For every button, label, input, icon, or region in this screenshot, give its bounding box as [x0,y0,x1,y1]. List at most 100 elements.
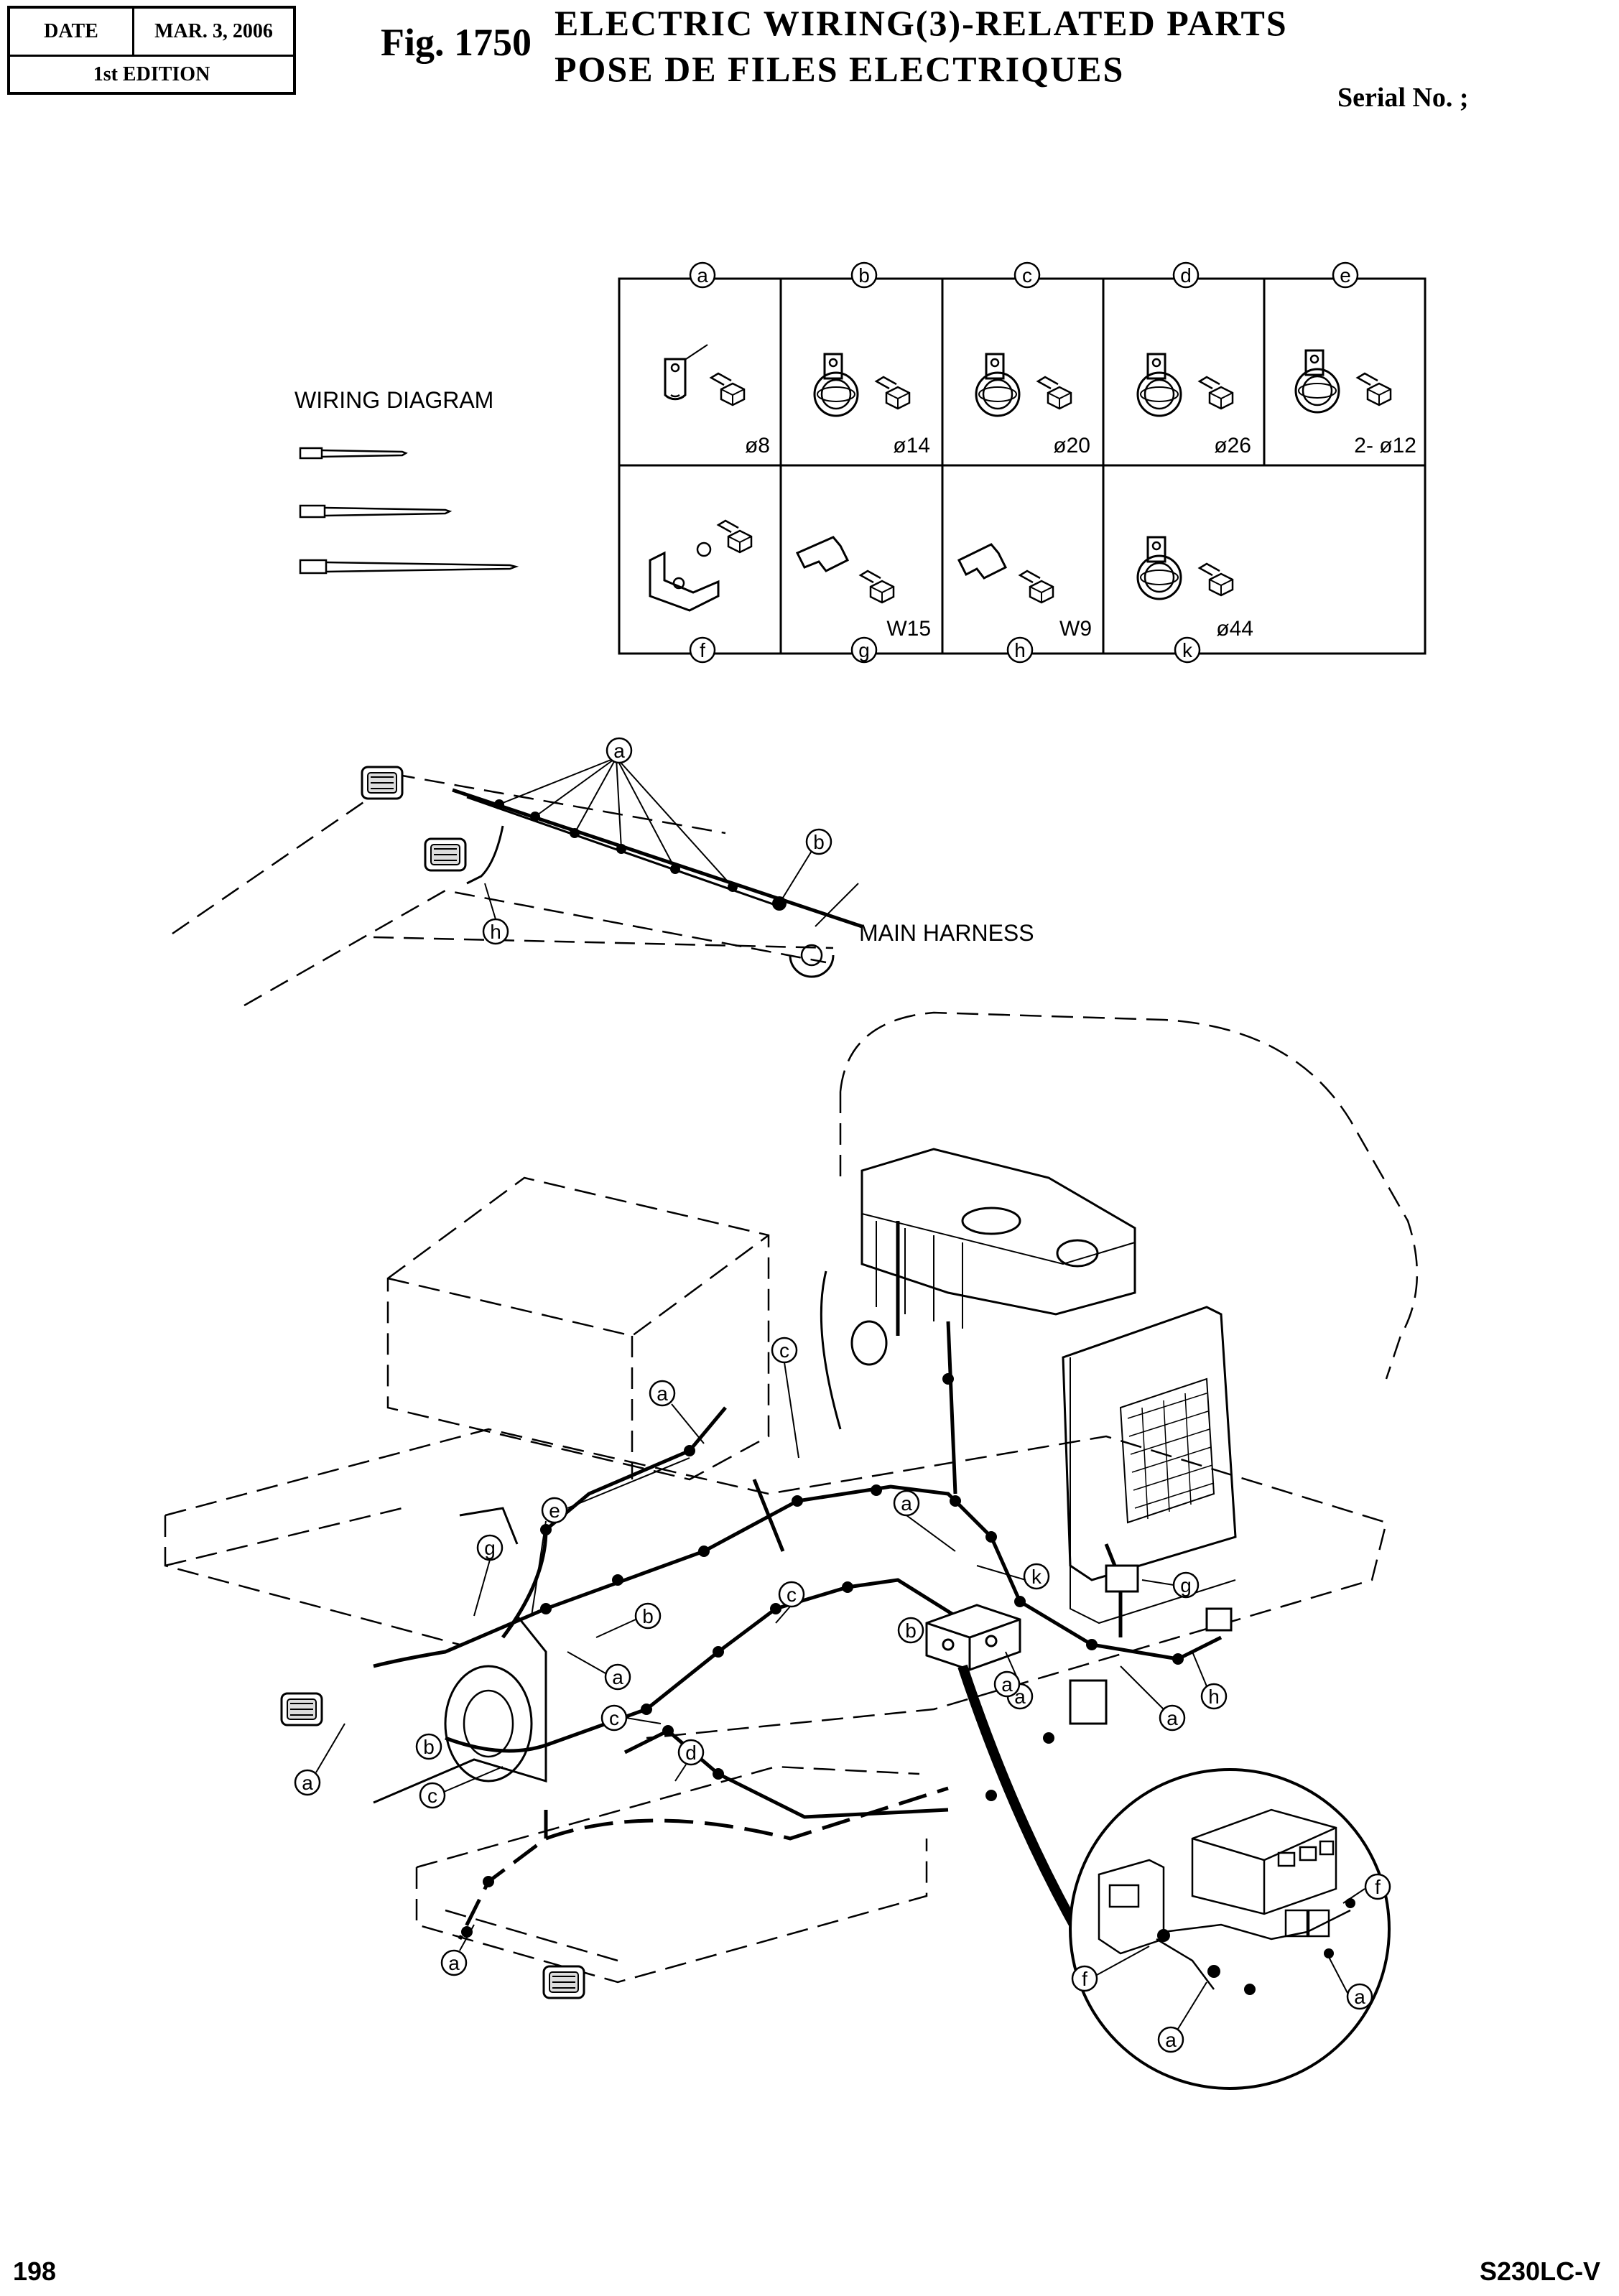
legend-size-e: 2- ø12 [1354,434,1416,457]
svg-text:k: k [1031,1566,1042,1588]
clamp-markers [461,1373,1184,1938]
edition-label: 1st EDITION [93,63,210,85]
svg-text:e: e [549,1500,560,1522]
legend-cell-k: k ø44 [1136,536,1253,664]
callout-d: d [674,1739,705,1782]
detail-view: f f a a [1069,1768,1391,2090]
date-label: DATE [10,9,134,55]
svg-text:b: b [423,1736,435,1758]
svg-text:f: f [1082,1968,1087,1990]
legend-cell-d: d ø26 [1136,261,1251,457]
callout-g: g [473,1534,504,1617]
bolt-icon [710,372,746,406]
control-valve-icon [925,1604,1021,1671]
bolt-icon [1019,570,1054,604]
svg-text:a: a [1166,1707,1178,1729]
legend-cell-a: a ø8 [664,261,770,457]
svg-text:c: c [787,1584,797,1606]
wiring-diagram-label: WIRING DIAGRAM [294,387,493,413]
callout-a: a [893,1489,956,1552]
cable-tie-small-icon [299,447,408,460]
svg-text:a: a [612,1666,623,1688]
bolt-icon [1198,562,1234,597]
callout-c: c [600,1704,662,1732]
callout-a: a [440,1924,475,1976]
bolt-icon [859,570,895,604]
legend-size-d: ø26 [1214,434,1251,457]
svg-text:f: f [700,639,705,661]
legend-cell-b: b ø14 [813,261,930,457]
callout-h: h [1192,1651,1228,1710]
svg-text:d: d [685,1742,697,1764]
svg-text:a: a [302,1772,313,1794]
boom-drawing [172,774,863,1007]
legend-cell-g: g W15 [795,536,931,664]
svg-text:b: b [905,1619,917,1642]
clamp-icon [1136,536,1182,600]
bolt-icon [1036,376,1072,410]
main-callouts: c a e a g k g b c b a a c b a d a c h a … [294,1337,1228,1976]
legend-cell-f: f [649,519,753,664]
callout-b: b [897,1617,924,1644]
callout-b: b [805,828,832,855]
p-clamp-icon [664,358,687,401]
date-value: MAR. 3, 2006 [154,20,273,42]
callout-g: g [1141,1571,1200,1599]
figure-number: Fig. 1750 [381,21,532,64]
legend-cell-c: c ø20 [975,261,1090,457]
legend-size-a: ø8 [745,434,770,457]
front-work-light-icon [280,1692,323,1726]
svg-text:d: d [1180,264,1192,287]
legend-cell-h: h W9 [957,543,1092,664]
serial-number: Serial No. ; [1337,83,1469,113]
page-title: ELECTRIC WIRING(3)-RELATED PARTS POSE DE… [555,0,1288,92]
svg-text:e: e [1340,264,1351,287]
legend-size-g: W15 [886,617,931,641]
rear-work-light-icon [542,1965,585,1999]
legend-size-k: ø44 [1216,617,1253,641]
callout-h: h [482,918,509,945]
svg-text:b: b [642,1605,654,1627]
cable-tie-medium-icon [299,504,453,519]
clamp-icon [813,353,859,417]
callout-e: e [531,1457,690,1617]
legend-size-b: ø14 [893,434,930,457]
callout-c: c [419,1766,504,1809]
svg-text:a: a [1001,1673,1013,1696]
legend-cell-e: e 2- ø12 [1294,261,1416,457]
callout-a: a [294,1723,345,1796]
bolt-icon [875,376,911,410]
svg-text:a: a [901,1492,912,1515]
svg-text:a: a [697,264,708,287]
cable-tie-large-icon [299,559,519,575]
svg-text:a: a [448,1952,460,1974]
bolt-icon [1198,376,1234,410]
callout-a: a [1157,1981,1207,2053]
clamp-legend-table [618,277,1427,655]
svg-text:a: a [1354,1986,1365,2008]
callout-a: a [1120,1665,1186,1732]
legend-size-c: ø20 [1053,434,1090,457]
callout-c: c [775,1581,805,1624]
svg-text:k: k [1182,639,1193,661]
svg-text:h: h [1014,639,1026,661]
callout-a: a [606,737,633,764]
callout-b: b [415,1733,442,1760]
cable-tie-icons [299,447,519,575]
callout-k: k [976,1563,1050,1590]
callout-a: a [993,1670,1021,1698]
svg-text:a: a [613,740,625,762]
callout-a: a [567,1651,631,1691]
boom-work-light-icon [361,766,404,800]
svg-text:a: a [657,1382,668,1405]
bolt-icon [717,519,753,554]
svg-text:b: b [858,264,870,287]
date-box: DATE MAR. 3, 2006 1st EDITION [7,6,296,95]
svg-text:c: c [609,1707,619,1729]
svg-text:c: c [427,1785,437,1807]
svg-text:f: f [1375,1876,1381,1898]
date-row: DATE MAR. 3, 2006 [10,9,293,57]
svg-text:b: b [813,831,825,853]
callout-a: a [1328,1956,1373,2010]
harness-routing [373,1221,1223,1941]
